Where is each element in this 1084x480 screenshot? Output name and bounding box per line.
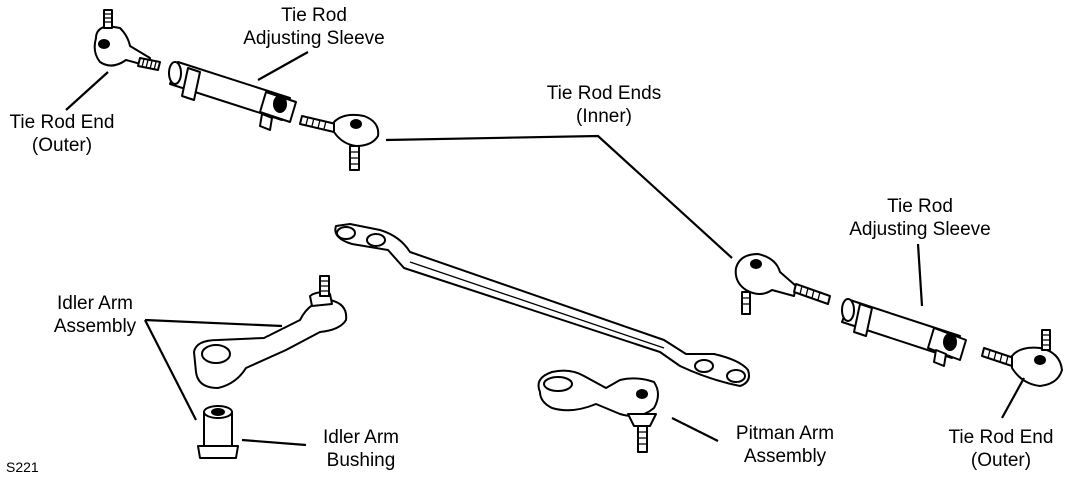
label-tie-rod-end-outer-left: Tie Rod End (Outer) bbox=[9, 112, 115, 156]
pitman-arm-assembly-part bbox=[537, 369, 659, 453]
tie-rod-end-outer-right-part bbox=[981, 329, 1063, 387]
label-idler-arm-assembly: Idler Arm Assembly bbox=[53, 293, 137, 337]
center-link-part bbox=[334, 223, 750, 387]
label-tie-rod-end-outer-right: Tie Rod End (Outer) bbox=[948, 427, 1054, 471]
tie-rod-end-outer-left-part bbox=[93, 9, 161, 71]
idler-arm-assembly-part bbox=[193, 275, 348, 389]
tie-rod-end-inner-right-part bbox=[734, 253, 831, 315]
tie-rod-adjusting-sleeve-top-part bbox=[168, 61, 297, 131]
label-idler-arm-bushing: Idler Arm Bushing bbox=[322, 427, 400, 471]
idler-arm-bushing-part bbox=[197, 405, 239, 459]
tie-rod-adjusting-sleeve-right-part bbox=[841, 298, 967, 367]
label-tie-rod-adjusting-sleeve-right: Tie Rod Adjusting Sleeve bbox=[849, 196, 991, 240]
figure-code: S221 bbox=[6, 459, 39, 475]
label-tie-rod-adjusting-sleeve-top: Tie Rod Adjusting Sleeve bbox=[243, 5, 385, 49]
label-tie-rod-ends-inner: Tie Rod Ends (Inner) bbox=[546, 83, 662, 127]
leader-lines bbox=[65, 51, 1025, 447]
label-pitman-arm-assembly: Pitman Arm Assembly bbox=[735, 423, 835, 467]
tie-rod-end-inner-top-part bbox=[299, 113, 380, 171]
